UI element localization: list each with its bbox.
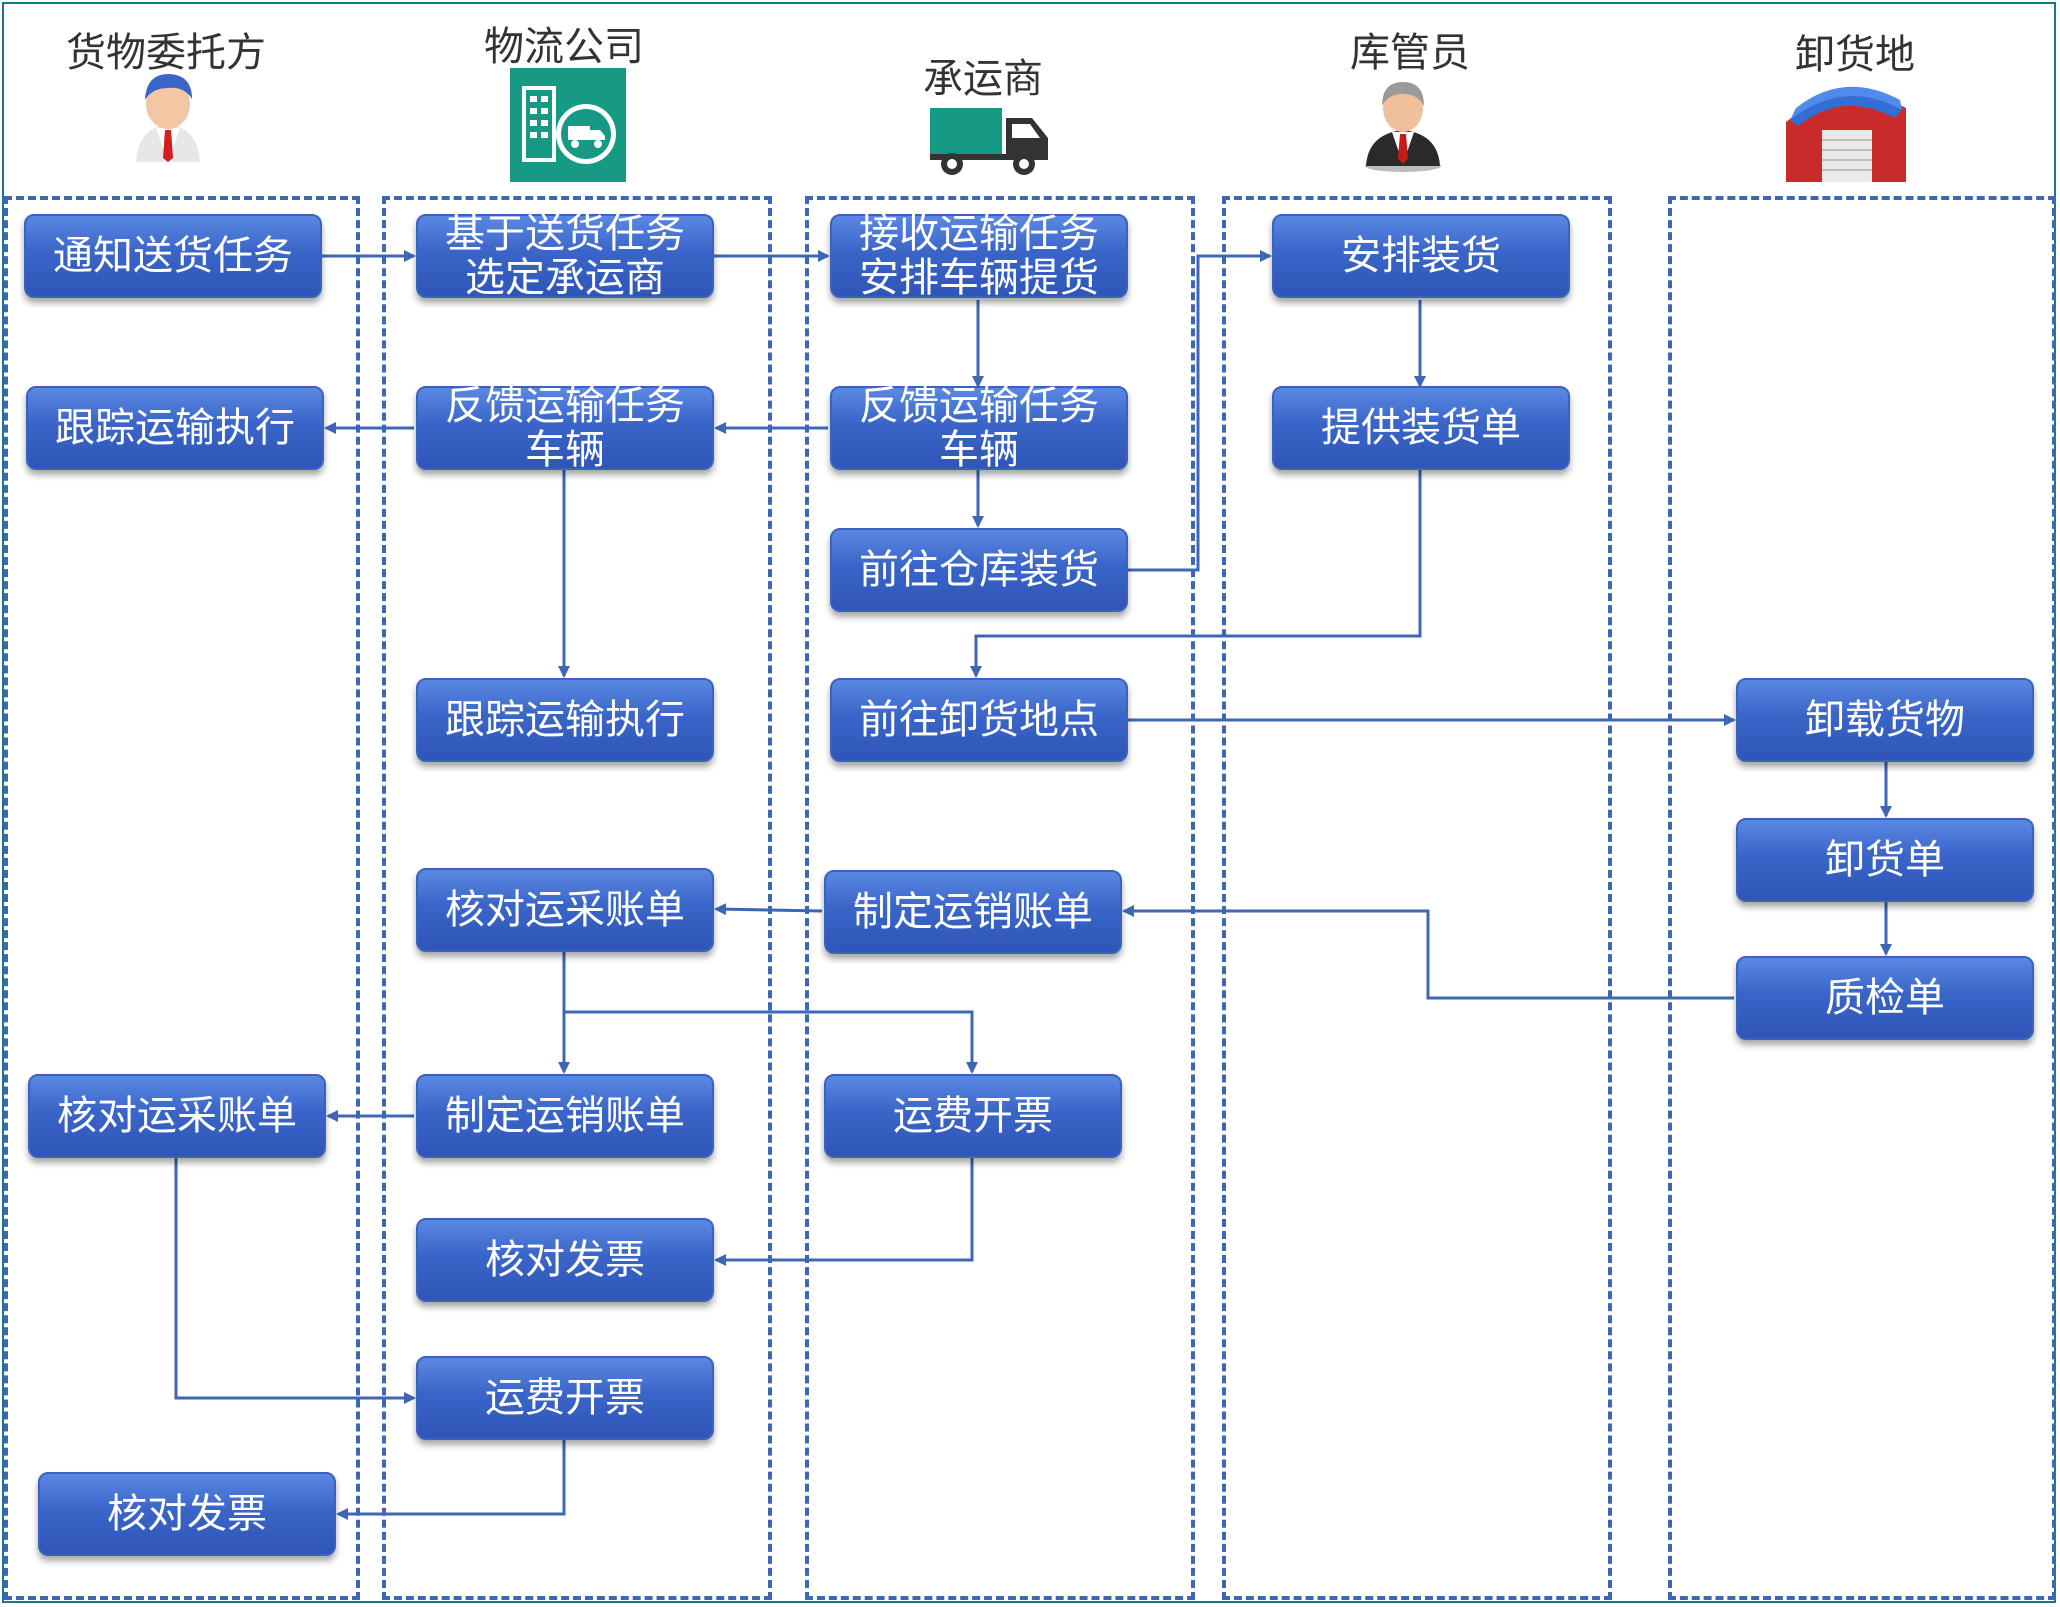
lane-title-destination: 卸货地 xyxy=(1795,32,1915,78)
node-unload-goods: 卸载货物 xyxy=(1736,678,2034,762)
lane-title-carrier: 承运商 xyxy=(923,56,1043,102)
manager-icon xyxy=(1365,82,1441,172)
edge-n3-n11 xyxy=(174,1158,416,1404)
edge-n14-n18 xyxy=(1128,250,1272,572)
node-track-transport-execution: 跟踪运输执行 xyxy=(26,386,324,470)
node-freight-invoicing: 运费开票 xyxy=(824,1074,1122,1158)
lane-title-logistics: 物流公司 xyxy=(484,24,644,70)
truck-icon xyxy=(930,108,1048,175)
node-freight-invoicing: 运费开票 xyxy=(416,1356,714,1440)
node-check-invoice: 核对发票 xyxy=(38,1472,336,1556)
edge-n22-n16 xyxy=(1122,905,1734,1000)
edge-n17-n10 xyxy=(714,1158,974,1266)
node-check-invoice: 核对发票 xyxy=(416,1218,714,1302)
node-receive-transport-task: 接收运输任务 安排车辆提货 xyxy=(830,212,1128,300)
node-track-transport-execution: 跟踪运输执行 xyxy=(416,678,714,762)
person-icon xyxy=(136,74,200,162)
node-provide-loading-list: 提供装货单 xyxy=(1272,386,1570,470)
node-check-freight-bill: 核对运采账单 xyxy=(416,868,714,952)
node-go-warehouse-loading: 前往仓库装货 xyxy=(830,528,1128,612)
node-select-carrier: 基于送货任务 选定承运商 xyxy=(416,212,714,300)
warehouse-icon xyxy=(1786,86,1906,182)
lane-logistics xyxy=(382,196,772,1600)
edge-n11-n4 xyxy=(336,1440,566,1520)
lane-destination xyxy=(1668,196,2056,1600)
node-quality-inspection: 质检单 xyxy=(1736,956,2034,1040)
edge-n19-n15 xyxy=(970,470,1422,678)
node-make-sales-bill: 制定运销账单 xyxy=(416,1074,714,1158)
node-unloading-note: 卸货单 xyxy=(1736,818,2034,902)
lane-title-warehouse: 库管员 xyxy=(1350,30,1470,76)
node-check-freight-bill: 核对运采账单 xyxy=(28,1074,326,1158)
node-make-sales-bill: 制定运销账单 xyxy=(824,870,1122,954)
node-notify-delivery-task: 通知送货任务 xyxy=(24,214,322,298)
edge-n16-n8 xyxy=(714,903,823,916)
node-arrange-loading: 安排装货 xyxy=(1272,214,1570,298)
edge-n8-n17 xyxy=(564,1010,978,1074)
node-feedback-vehicle: 反馈运输任务 车辆 xyxy=(830,384,1128,472)
node-go-unloading-site: 前往卸货地点 xyxy=(830,678,1128,762)
lane-title-consignor: 货物委托方 xyxy=(66,30,266,76)
lane-carrier xyxy=(805,196,1195,1600)
node-feedback-vehicle: 反馈运输任务 车辆 xyxy=(416,384,714,472)
lane-warehouse xyxy=(1222,196,1612,1600)
lane-consignor xyxy=(4,196,360,1600)
building-truck-icon xyxy=(510,68,626,182)
